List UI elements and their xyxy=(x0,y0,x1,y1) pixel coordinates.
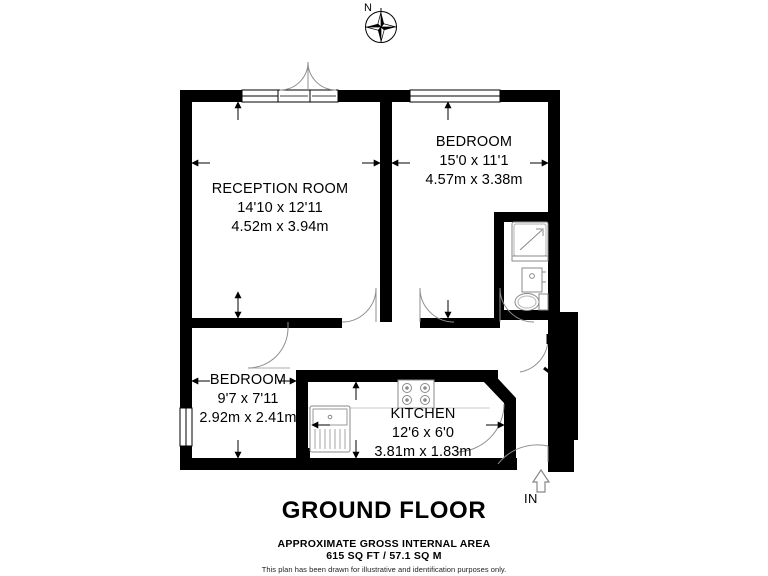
entrance-in-label: IN xyxy=(524,491,538,506)
shower-tray-icon xyxy=(511,221,549,262)
kitchen-dim-metric: 3.81m x 1.83m xyxy=(374,443,472,460)
door-arc-kitchen xyxy=(455,403,505,453)
bedroom-main-dim-metric: 4.57m x 3.38m xyxy=(425,171,523,188)
door-arc-french-left xyxy=(279,61,309,91)
entrance-in-arrow-icon xyxy=(531,468,551,493)
area-value: 615 SQ FT / 57.1 SQ M xyxy=(326,550,442,562)
dimension-arrows xyxy=(191,101,549,459)
hob-four-burner-icon xyxy=(397,379,435,409)
bedroom-main-dim-imperial: 15'0 x 11'1 xyxy=(439,152,509,169)
french-door-frames xyxy=(277,89,339,103)
room-label-kitchen: KITCHEN 12'6 x 6'0 3.81m x 1.83m xyxy=(355,405,491,462)
walls-structure xyxy=(180,90,578,472)
kitchen-fixtures xyxy=(308,379,490,453)
compass-north-label: N xyxy=(364,2,372,14)
windows-group xyxy=(179,89,501,447)
door-arc-french-right xyxy=(307,61,337,91)
door-arc-bedroom2 xyxy=(247,327,289,369)
door-arc-reception-hall xyxy=(341,287,377,323)
bedroom-second-dim-imperial: 9'7 x 7'11 xyxy=(217,390,279,407)
reception-room-dim-imperial: 14'10 x 12'11 xyxy=(237,199,323,216)
window-reception-top xyxy=(241,89,279,103)
bedroom-main-name: BEDROOM xyxy=(435,134,513,150)
reception-room-name: RECEPTION ROOM xyxy=(211,181,349,197)
window-bedroom2-left xyxy=(179,407,193,447)
toilet-icon xyxy=(514,293,549,311)
window-bedroom-top xyxy=(409,89,501,103)
door-arc-bathroom xyxy=(499,287,535,323)
kitchen-name: KITCHEN xyxy=(390,406,456,422)
bedroom-second-name: BEDROOM xyxy=(209,372,287,388)
door-arc-bedroom-hall xyxy=(419,287,455,323)
door-arc-entrance xyxy=(497,444,549,465)
wash-basin-icon xyxy=(521,267,546,293)
room-label-bedroom-second: BEDROOM 9'7 x 7'11 2.92m x 2.41m xyxy=(178,371,318,428)
bathroom-fixtures xyxy=(511,221,549,311)
door-swings-group xyxy=(247,61,553,465)
kitchen-dim-imperial: 12'6 x 6'0 xyxy=(391,424,455,441)
door-arc-hall-cupboard xyxy=(519,339,549,373)
page-title: GROUND FLOOR xyxy=(281,497,487,524)
bedroom-second-dim-metric: 2.92m x 2.41m xyxy=(199,409,297,426)
area-heading: APPROXIMATE GROSS INTERNAL AREA xyxy=(277,538,491,550)
reception-room-dim-metric: 4.52m x 3.94m xyxy=(231,218,329,235)
disclaimer-text: This plan has been drawn for illustrativ… xyxy=(261,565,507,574)
compass-rose-icon xyxy=(365,8,397,43)
room-label-reception-room: RECEPTION ROOM 14'10 x 12'11 4.52m x 3.9… xyxy=(182,180,378,237)
room-label-bedroom-main: BEDROOM 15'0 x 11'1 4.57m x 3.38m xyxy=(398,133,550,190)
